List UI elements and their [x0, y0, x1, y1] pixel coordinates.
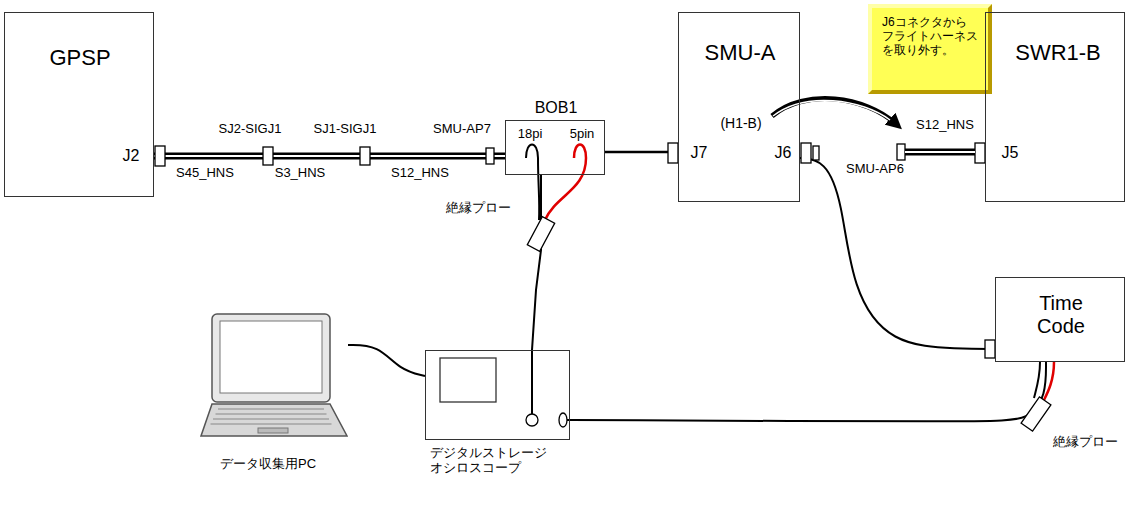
port-label: 18pi [518, 127, 543, 142]
probe-wire [538, 158, 539, 220]
probe-wire [1034, 362, 1040, 398]
equipment-box: SWR1-B J5 [985, 12, 1125, 202]
plug [263, 147, 273, 165]
pin-loop [574, 145, 586, 159]
harness-label: SMU-AP6 [846, 161, 904, 176]
cable-connector [348, 345, 425, 376]
probe-wire [1044, 362, 1054, 400]
breakout-box: BOB118pi5pin [505, 120, 605, 175]
harness-label: S45_HNS [176, 165, 234, 180]
cable-connector [570, 362, 1046, 421]
port-label: (H1-B) [720, 115, 761, 131]
port-label: 5pin [570, 127, 595, 142]
probe-lead [531, 350, 533, 414]
node-title: SWR1-B [1015, 40, 1101, 65]
cable-connector [605, 152, 678, 153]
node-title: SMU-A [705, 40, 776, 65]
harness [905, 149, 975, 156]
scope-input [526, 414, 538, 426]
laptop-outline [200, 312, 348, 440]
plug [486, 148, 494, 164]
cable-connector [154, 156, 505, 157]
scope-screen [440, 358, 496, 402]
harness-label: SMU-AP7 [433, 121, 491, 136]
equipment-box: GPSP J2 [4, 12, 154, 197]
port-label: J7 [691, 144, 708, 162]
harness-label: S3_HNS [275, 165, 326, 180]
node-title: Time Code [1016, 292, 1106, 338]
node-title: データ収集用PC [220, 457, 316, 472]
equipment-box: SMU-A J7 (H1-B) J6 [678, 12, 800, 202]
plug [897, 144, 905, 160]
harness-label: SJ2-SIGJ1 [219, 121, 282, 136]
insulated-probe [1021, 397, 1051, 431]
plug [360, 147, 370, 165]
node-title: J6コネクタからフライトハーネスを取り外す。 [882, 16, 978, 57]
harness-label: 絶縁プロー [1053, 433, 1118, 451]
removal-arrow [773, 100, 890, 120]
laptop-pc: データ収集用PC [200, 312, 348, 440]
harness-label: S12_HNS [916, 117, 974, 132]
node-title: デジタルストレージ オシロスコープ [430, 446, 560, 476]
pin-loop [526, 145, 538, 159]
harness-label: SJ1-SIGJ1 [314, 121, 377, 136]
plug [985, 340, 995, 358]
port-label: J6 [775, 144, 792, 162]
insulated-probe [527, 217, 554, 252]
node-title: GPSP [49, 45, 110, 70]
cable-connector [800, 158, 995, 349]
plug [155, 146, 165, 166]
node-title: BOB1 [535, 99, 578, 117]
oscilloscope: デジタルストレージ オシロスコープ [425, 350, 570, 440]
plug [668, 143, 678, 163]
harness-label: 絶縁プロー [446, 199, 511, 217]
removal-arrow [772, 99, 896, 124]
callout-note: J6コネクタからフライトハーネスを取り外す。 [868, 4, 992, 94]
probe-wire [545, 158, 586, 220]
port-label: J2 [123, 147, 140, 165]
plug [975, 143, 985, 163]
plug [813, 146, 819, 160]
plug [801, 143, 811, 163]
harness-label: S12_HNS [391, 165, 449, 180]
scope-input [559, 413, 567, 427]
port-label: J5 [1002, 144, 1019, 162]
equipment-box: Time Code [995, 277, 1125, 362]
harness [905, 151, 975, 153]
